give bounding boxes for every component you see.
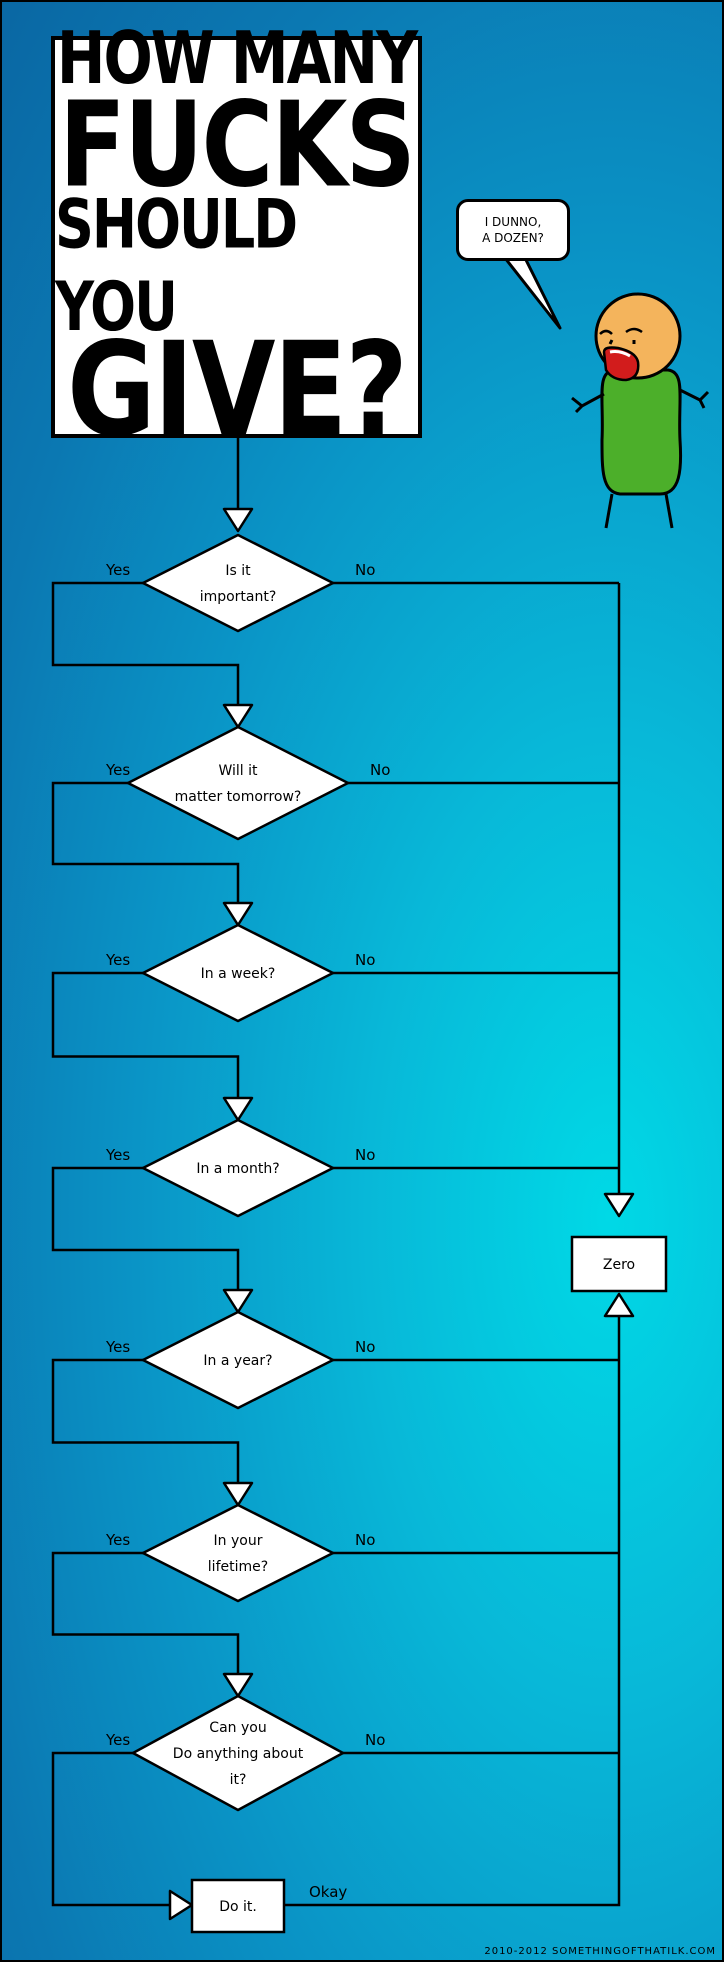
character-leg-right xyxy=(664,493,674,529)
arrow-doit xyxy=(168,1889,194,1921)
decision-text: In your xyxy=(214,1533,263,1549)
connector-yes-4 xyxy=(51,1166,240,1290)
arrow-zero-bottom xyxy=(603,1292,635,1318)
decision-text: important? xyxy=(200,589,277,605)
yes-label: Yes xyxy=(105,1531,130,1549)
title-box: How many Fucks Should you Give? xyxy=(51,16,422,461)
title-line-4: Give? xyxy=(67,315,408,466)
connector-arrows xyxy=(168,507,635,1921)
arrow-question-1 xyxy=(222,507,254,533)
decision-3: In a week? Yes No xyxy=(105,923,375,1023)
connector-yes-7 xyxy=(51,1751,170,1907)
yes-label: Yes xyxy=(105,1146,130,1164)
no-label: No xyxy=(355,1531,375,1549)
character xyxy=(571,292,710,529)
connector-yes-2 xyxy=(51,781,240,903)
yes-label: Yes xyxy=(105,1731,130,1749)
arrow-question-4 xyxy=(222,1096,254,1122)
decision-diamond xyxy=(141,923,335,1023)
decision-6: In your lifetime? Yes No xyxy=(105,1503,375,1603)
no-label: No xyxy=(370,761,390,779)
decision-text: In a year? xyxy=(203,1353,272,1369)
decision-text: lifetime? xyxy=(208,1559,268,1575)
character-arm-right xyxy=(679,388,710,409)
title-line-1: How many xyxy=(56,15,418,101)
decision-diamond xyxy=(126,725,350,841)
yes-label: Yes xyxy=(105,761,130,779)
character-arm-left xyxy=(571,392,605,414)
no-label: No xyxy=(365,1731,385,1749)
speech-line-1: I DUNNO, xyxy=(484,215,542,229)
speech-bubble: I DUNNO, A DOZEN? xyxy=(456,199,570,261)
decision-diamond xyxy=(141,1310,335,1410)
connector-yes-3 xyxy=(51,971,240,1098)
doit-box xyxy=(190,1878,286,1934)
arrow-question-7 xyxy=(222,1672,254,1698)
no-label: No xyxy=(355,561,375,579)
decision-text: Can you xyxy=(209,1720,266,1736)
zero-text: Zero xyxy=(603,1257,635,1273)
connector-yes-6 xyxy=(51,1551,240,1674)
decision-1: Is it important? Yes No xyxy=(105,533,375,633)
rail-no-lower xyxy=(284,1315,621,1907)
doit-node: Do it. Okay xyxy=(190,1878,347,1934)
yes-label: Yes xyxy=(105,951,130,969)
yes-label: Yes xyxy=(105,1338,130,1356)
yes-label: Yes xyxy=(105,561,130,579)
character-body xyxy=(600,368,683,496)
arrow-question-6 xyxy=(222,1481,254,1507)
title-line-2: Fucks xyxy=(59,77,416,215)
title-line-3: Should you xyxy=(55,184,298,346)
no-label: No xyxy=(355,1146,375,1164)
arrow-question-5 xyxy=(222,1288,254,1314)
connector-lines xyxy=(51,438,621,1907)
no-label: No xyxy=(355,951,375,969)
connector-yes-5 xyxy=(51,1358,240,1483)
credit-text: 2010-2012 SOMETHINGOFTHATILK.COM xyxy=(484,1946,716,1957)
decision-text: it? xyxy=(230,1772,247,1788)
decision-5: In a year? Yes No xyxy=(105,1310,375,1410)
decision-diamond xyxy=(141,1503,335,1603)
decision-2: Will it matter tomorrow? Yes No xyxy=(105,725,390,841)
decision-text: In a month? xyxy=(196,1161,279,1177)
no-label: No xyxy=(355,1338,375,1356)
decision-diamond xyxy=(141,1118,335,1218)
doit-text: Do it. xyxy=(219,1899,257,1915)
decision-text: Do anything about xyxy=(173,1746,304,1762)
decision-4: In a month? Yes No xyxy=(105,1118,375,1218)
decision-diamond xyxy=(131,1694,345,1812)
okay-label: Okay xyxy=(309,1883,347,1901)
zero-node: Zero xyxy=(570,1235,668,1293)
arrow-question-3 xyxy=(222,901,254,927)
decision-text: In a week? xyxy=(201,966,276,982)
speech-line-2: A DOZEN? xyxy=(482,231,544,245)
arrow-zero-top xyxy=(603,1192,635,1218)
decision-text: matter tomorrow? xyxy=(175,789,302,805)
decision-text: Will it xyxy=(218,763,258,779)
arrow-question-2 xyxy=(222,703,254,729)
decision-diamond xyxy=(141,533,335,633)
zero-box xyxy=(570,1235,668,1293)
decision-text: Is it xyxy=(225,563,251,579)
decision-7: Can you Do anything about it? Yes No xyxy=(105,1694,385,1812)
connector-yes-1 xyxy=(51,581,240,705)
character-leg-left xyxy=(604,493,614,529)
